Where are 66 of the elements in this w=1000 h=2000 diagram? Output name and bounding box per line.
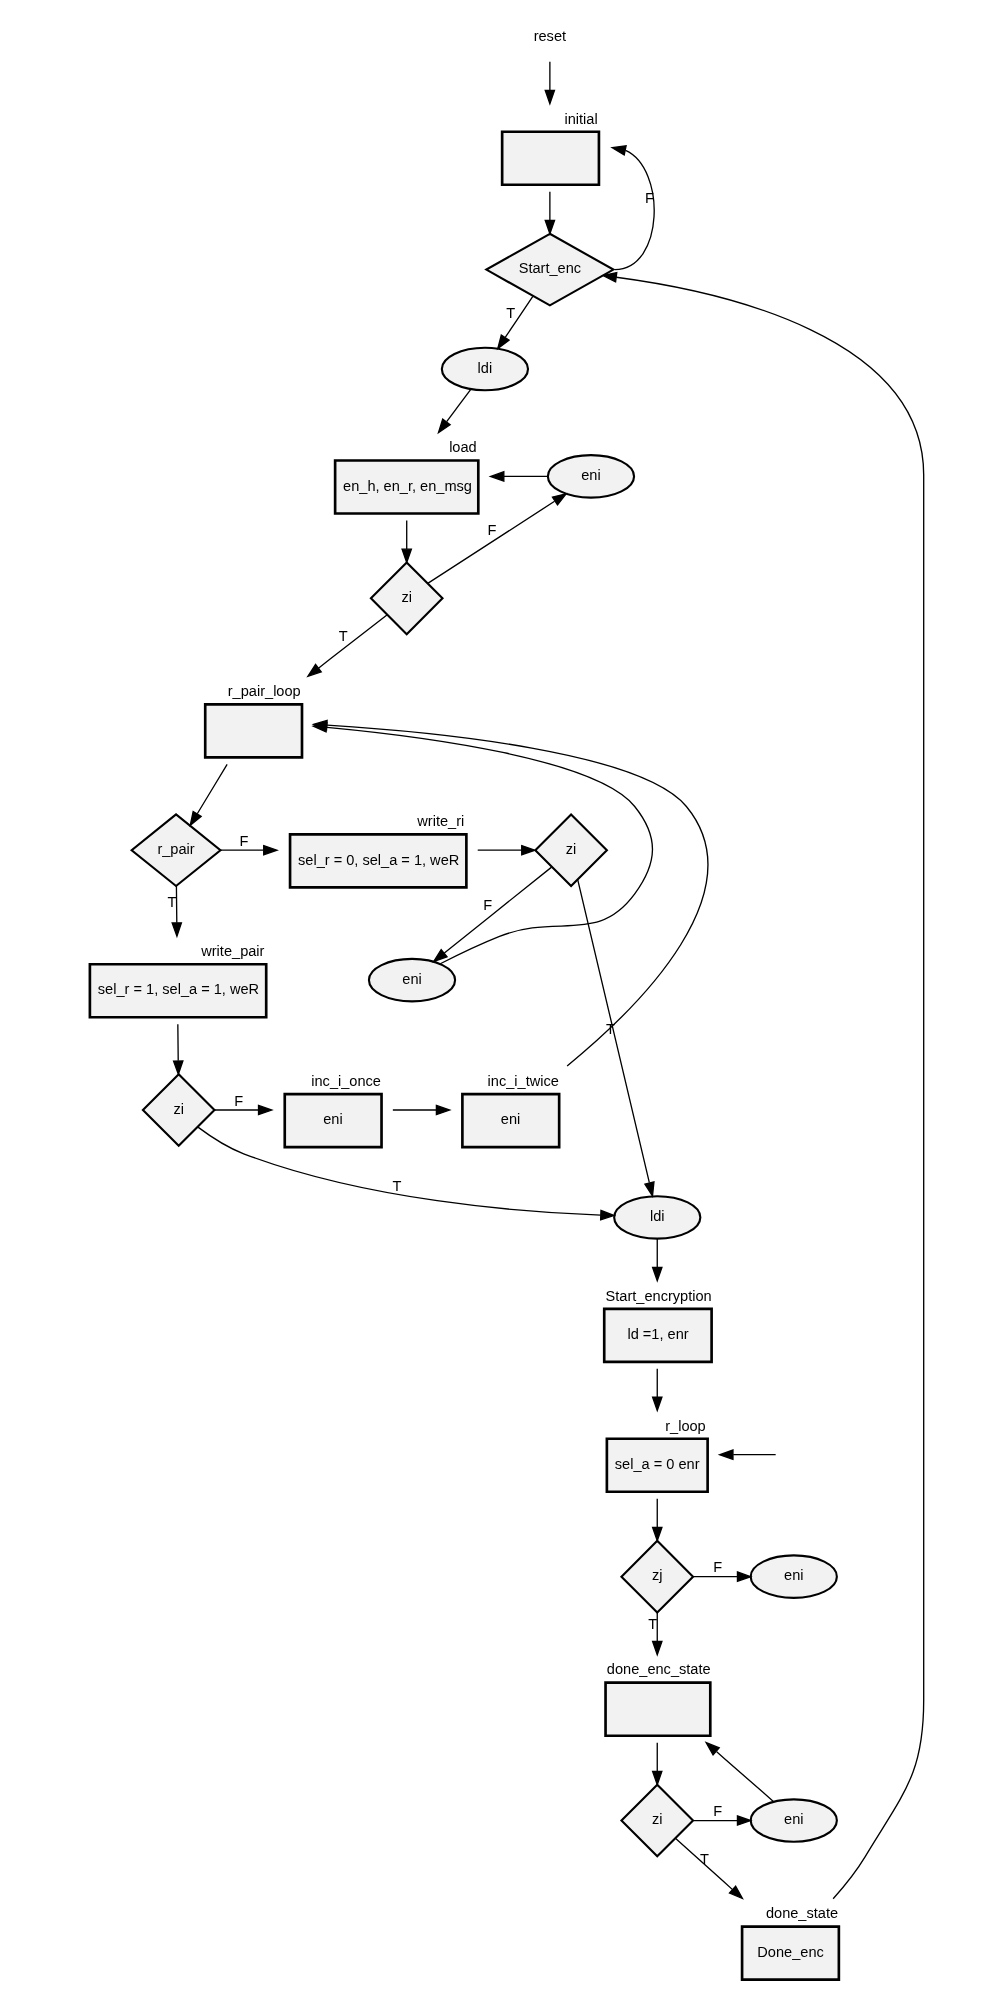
- arrow: [576, 878, 655, 1198]
- arrow: [436, 388, 471, 435]
- arrow: [600, 271, 924, 1900]
- node-diamond: zi: [619, 1783, 695, 1858]
- edge-label: T: [338, 628, 348, 645]
- node-label: write_pair: [200, 942, 264, 959]
- arrow: [170, 885, 182, 939]
- arrow: [717, 1449, 776, 1461]
- arrow: [188, 763, 228, 828]
- arrow: [674, 1837, 744, 1900]
- node-ellipse: eni: [367, 957, 456, 1003]
- arrow: [543, 61, 555, 106]
- node-ellipse: ldi: [440, 346, 529, 392]
- arrow: [704, 1741, 774, 1803]
- arrow: [305, 614, 388, 678]
- node-label: r_loop: [664, 1417, 706, 1434]
- node-label: initial: [563, 110, 598, 127]
- arrow: [400, 519, 412, 565]
- arrow: [488, 470, 548, 482]
- arrow: [692, 1571, 753, 1583]
- node-diamond: zi: [368, 561, 444, 636]
- edge-label: F: [487, 521, 497, 538]
- edge-label: F: [239, 832, 248, 849]
- node-label: inc_i_once: [310, 1072, 381, 1089]
- node-ellipse: ldi: [612, 1195, 701, 1240]
- edge-label: F: [482, 897, 492, 914]
- node-label: write_ri: [416, 813, 464, 830]
- node-diamond: zj: [619, 1539, 695, 1614]
- arrow: [431, 866, 552, 963]
- arrow: [196, 1126, 616, 1221]
- arrow: [496, 295, 533, 351]
- arrow: [172, 1023, 184, 1077]
- edge-label: F: [233, 1092, 243, 1109]
- arrow: [391, 1104, 452, 1116]
- node-label: inc_i_twice: [487, 1072, 559, 1089]
- node-label: load: [448, 439, 477, 456]
- node-diamond: r_pair: [129, 813, 222, 888]
- arrow: [609, 145, 655, 271]
- node-label: done_enc_state: [606, 1661, 711, 1678]
- edge-label: T: [699, 1851, 709, 1868]
- edge-label: T: [505, 305, 515, 322]
- node-diamond: zi: [533, 812, 608, 888]
- arrow: [651, 1238, 663, 1283]
- arrow: [651, 1742, 663, 1787]
- node-diamond: zi: [140, 1072, 216, 1148]
- edge-label: T: [167, 893, 176, 910]
- edge-label: T: [391, 1177, 401, 1194]
- edge-label: F: [712, 1803, 722, 1820]
- arrow: [219, 844, 279, 856]
- arrow: [543, 191, 555, 236]
- arrow: [651, 1611, 663, 1657]
- arrow: [651, 1498, 663, 1543]
- edge-label: F: [712, 1559, 722, 1576]
- node-ellipse: eni: [749, 1554, 838, 1599]
- node-label: Start_encryption: [605, 1287, 712, 1304]
- arrow: [213, 1104, 274, 1116]
- arrow: [426, 492, 568, 585]
- node-ellipse: eni: [749, 1798, 838, 1843]
- node-label: done_state: [765, 1905, 838, 1922]
- node-ellipse: eni: [546, 454, 635, 499]
- edge-label: T: [647, 1616, 657, 1633]
- node-label: r_pair_loop: [227, 683, 301, 700]
- arrow: [651, 1368, 663, 1413]
- arrow: [692, 1814, 753, 1827]
- arrow: [476, 844, 537, 856]
- node-text: reset: [533, 28, 566, 45]
